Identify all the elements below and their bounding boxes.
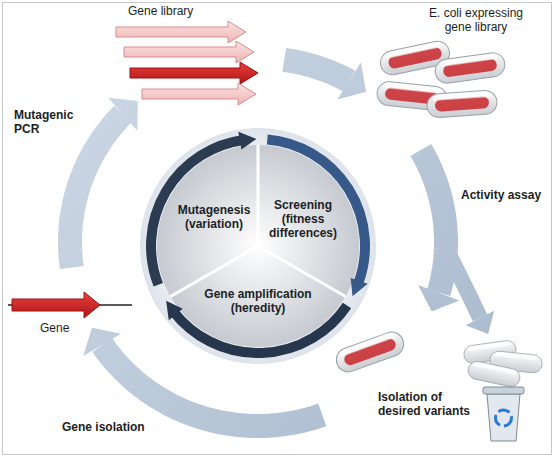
gene-library-arrows [116,21,258,105]
cycle-sector: Mutagenesis (variation) [171,204,257,232]
item-label: Gene library [128,4,238,18]
item-label: Gene [40,321,90,335]
cycle-sector: Screening (fitness differences) [259,199,347,240]
gene-variant [124,41,254,63]
item-label: E. coli expressing gene library [420,6,532,35]
discarded-cells [463,339,543,388]
frame [3,3,552,455]
cycle-arrow [70,114,123,267]
bin-body [487,394,520,441]
arrow-head [466,311,495,334]
step-label: Gene isolation [62,420,172,434]
arrow-head [337,63,366,100]
arrow-head [351,278,368,296]
gene-variant [142,83,256,105]
cycle-arrow [284,60,349,81]
step-label: Activity assay [461,188,551,202]
bacterium [434,51,507,85]
sector-label: Gene amplification (heredity) [195,288,321,316]
arrow-head [418,285,459,312]
bacteria-culture [376,39,506,118]
sector-label: Screening (fitness differences) [259,199,347,240]
selected-bacterium [333,329,407,375]
cycle-arrow [421,150,446,293]
step-label: Isolation of desired variants [378,390,478,419]
sector-divider [257,145,260,246]
gene-symbol [8,292,132,318]
recycle-mark [496,410,512,426]
fork-arrow [446,248,480,318]
disk-halo [140,128,376,364]
sector-label: Mutagenesis (variation) [171,204,257,232]
arrow-head [238,132,256,150]
step-label: Mutagenic PCR [14,108,94,137]
arrow-head [83,328,121,356]
arrow-head [166,301,183,321]
cycle-connector [151,132,256,285]
disk-face [157,145,359,347]
bacterium [426,90,498,119]
cycle-sector: Gene amplification (heredity) [195,288,321,316]
bacterium [466,360,521,389]
gene-variant [130,62,258,84]
trash-bin [483,387,524,441]
gene-variant [116,21,246,43]
bin-lid [483,387,524,394]
center-disk [140,128,376,364]
arrow-head [108,98,138,131]
gene-arrow [12,292,100,318]
